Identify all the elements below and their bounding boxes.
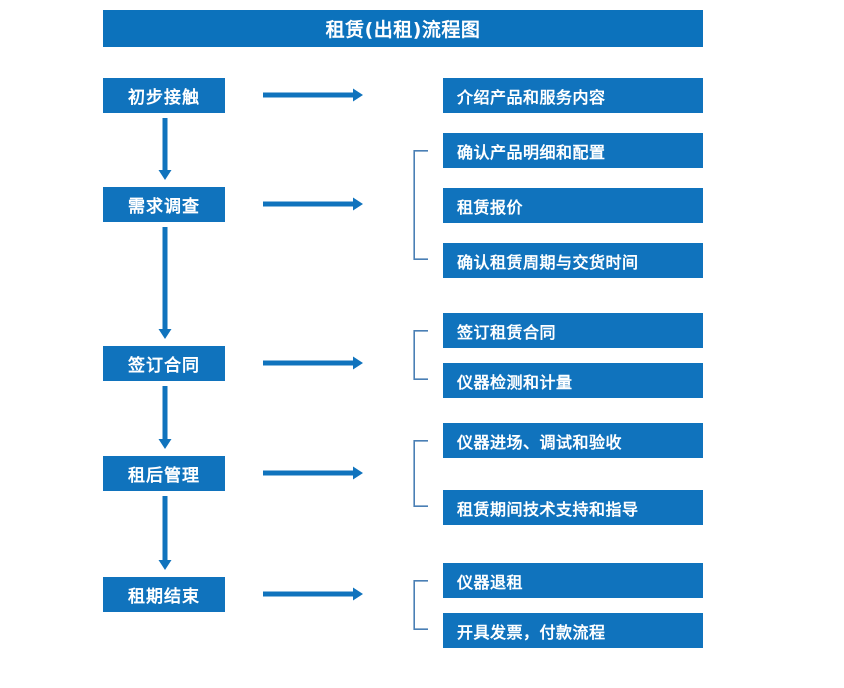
detail-box[interactable]: 租赁期间技术支持和指导 — [443, 490, 703, 525]
detail-box[interactable]: 仪器进场、调试和验收 — [443, 423, 703, 458]
detail-box-label: 介绍产品和服务内容 — [457, 87, 606, 107]
down-arrow-icon — [158, 118, 172, 180]
stage-box[interactable]: 需求调查 — [103, 187, 225, 222]
detail-box-label: 租赁报价 — [457, 197, 524, 217]
detail-box-label: 开具发票，付款流程 — [457, 622, 606, 642]
right-arrow-icon — [263, 197, 363, 211]
detail-box[interactable]: 签订租赁合同 — [443, 313, 703, 348]
stage-box[interactable]: 租期结束 — [103, 577, 225, 612]
down-arrow-icon — [158, 386, 172, 449]
right-arrow-icon — [263, 587, 363, 601]
stage-box[interactable]: 初步接触 — [103, 78, 225, 113]
detail-box[interactable]: 确认产品明细和配置 — [443, 133, 703, 168]
detail-box[interactable]: 确认租赁周期与交货时间 — [443, 243, 703, 278]
detail-box-label: 仪器退租 — [457, 572, 524, 592]
down-arrow-icon — [158, 227, 172, 339]
stage-box[interactable]: 签订合同 — [103, 346, 225, 381]
stage-box-label: 租后管理 — [128, 466, 200, 486]
stage-box-label: 需求调查 — [128, 197, 200, 217]
rental-end-bracket — [413, 580, 429, 630]
needs-survey-bracket — [413, 150, 429, 260]
stage-box-label: 初步接触 — [128, 88, 200, 108]
page-title: 租赁(出租)流程图 — [103, 10, 703, 47]
stage-box-label: 签订合同 — [128, 356, 200, 376]
detail-box[interactable]: 仪器退租 — [443, 563, 703, 598]
detail-box-label: 租赁期间技术支持和指导 — [457, 499, 639, 519]
detail-box-label: 签订租赁合同 — [457, 322, 557, 342]
detail-box[interactable]: 开具发票，付款流程 — [443, 613, 703, 648]
stage-box[interactable]: 租后管理 — [103, 456, 225, 491]
detail-box-label: 确认产品明细和配置 — [457, 142, 606, 162]
detail-box-label: 确认租赁周期与交货时间 — [457, 252, 639, 272]
contract-bracket — [413, 330, 429, 380]
detail-box[interactable]: 租赁报价 — [443, 188, 703, 223]
detail-box-label: 仪器检测和计量 — [457, 372, 573, 392]
detail-box[interactable]: 介绍产品和服务内容 — [443, 78, 703, 113]
stage-box-label: 租期结束 — [128, 587, 200, 607]
right-arrow-icon — [263, 356, 363, 370]
right-arrow-icon — [263, 466, 363, 480]
detail-box-label: 仪器进场、调试和验收 — [457, 432, 623, 452]
detail-box[interactable]: 仪器检测和计量 — [443, 363, 703, 398]
right-arrow-icon — [263, 88, 363, 102]
post-rental-bracket — [413, 440, 429, 507]
down-arrow-icon — [158, 496, 172, 570]
